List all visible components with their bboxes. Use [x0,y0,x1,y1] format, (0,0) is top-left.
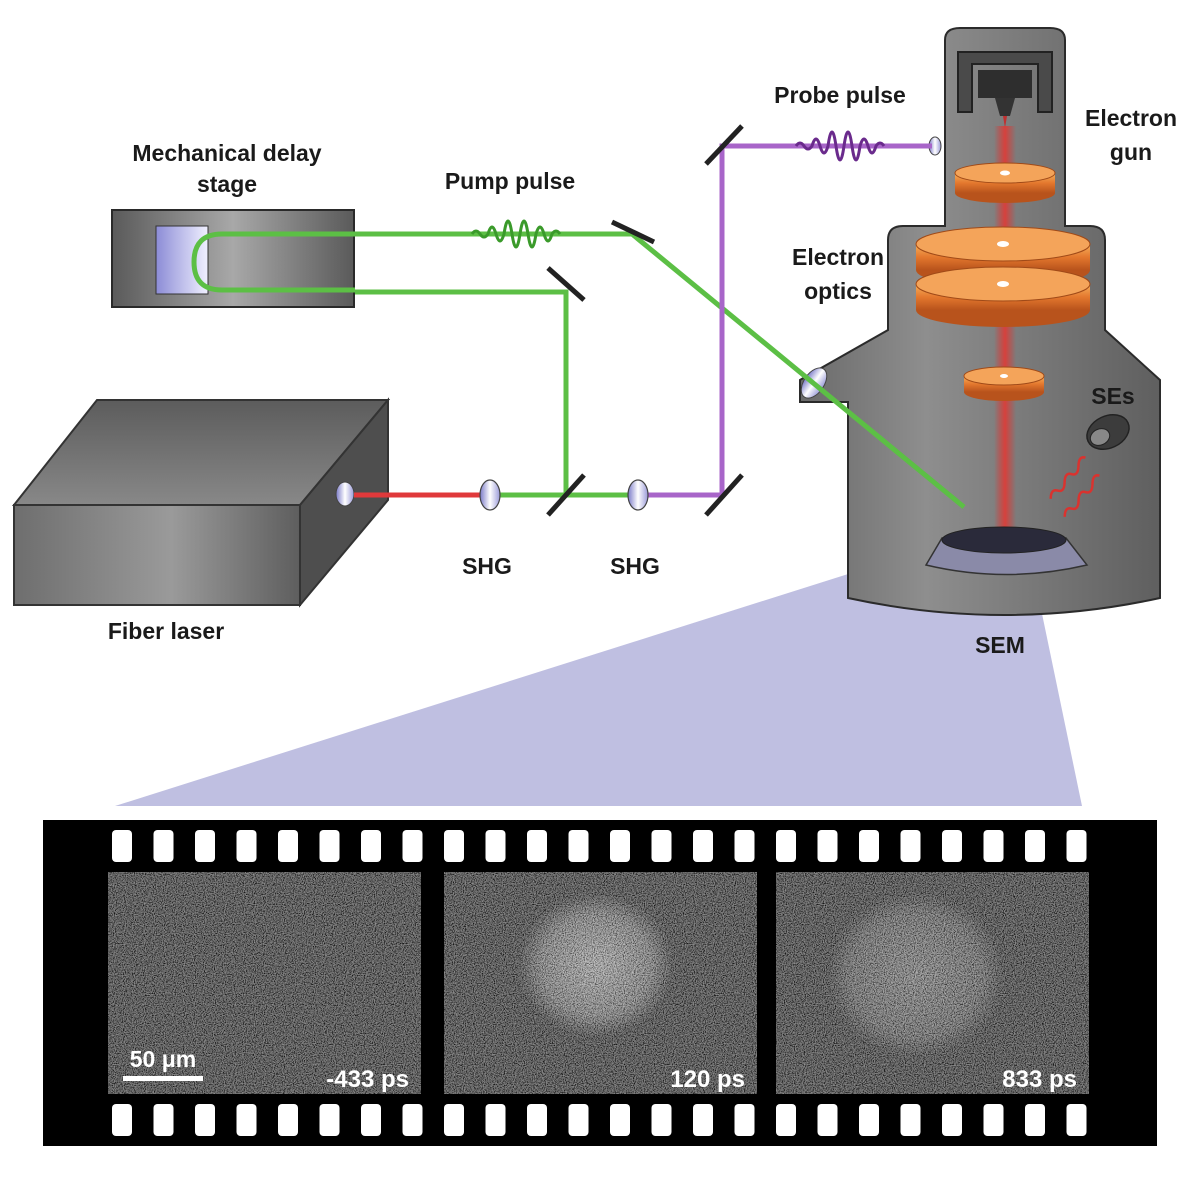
sprocket-hole [361,1104,381,1136]
sprocket-hole [403,830,423,862]
sprocket-hole [278,1104,298,1136]
sprocket-hole [901,830,921,862]
sprocket-hole [693,1104,713,1136]
label-electron-optics-2: optics [804,278,872,304]
label-probe-pulse: Probe pulse [774,82,906,108]
sprocket-hole [154,830,174,862]
sprocket-hole [444,1104,464,1136]
sprocket-hole [112,1104,132,1136]
laser-output-port [336,482,354,506]
sprocket-hole [320,830,340,862]
label-ses: SEs [1091,383,1134,409]
label-fiber-laser: Fiber laser [108,618,224,644]
sprocket-hole [237,830,257,862]
sprocket-hole [320,1104,340,1136]
label-electron-gun-1: Electron [1085,105,1177,131]
sprocket-hole [735,1104,755,1136]
film-strip: 50 μm -433 ps 120 ps 833 ps [43,820,1157,1146]
sprocket-hole [942,830,962,862]
sprocket-hole [569,1104,589,1136]
label-delay-stage-1: Mechanical delay [132,140,321,166]
sprocket-hole [486,1104,506,1136]
sprocket-hole [652,1104,672,1136]
sprocket-hole [154,1104,174,1136]
mirrors [548,126,742,515]
sprocket-hole [112,830,132,862]
electron-lens-3 [916,267,1090,327]
film-frame-1: 50 μm -433 ps [108,872,421,1094]
sprocket-hole [527,830,547,862]
sprocket-hole [901,1104,921,1136]
sprocket-hole [942,1104,962,1136]
sprocket-hole [486,830,506,862]
sprocket-hole [195,1104,215,1136]
film-frame-3: 833 ps [776,872,1089,1094]
scale-bar-label: 50 μm [130,1046,197,1072]
sprocket-hole [610,830,630,862]
sprocket-hole [984,1104,1004,1136]
label-electron-optics-1: Electron [792,244,884,270]
label-pump-pulse: Pump pulse [445,168,575,194]
frame-2-time-label: 120 ps [670,1066,745,1093]
sprocket-hole [1067,830,1087,862]
sprocket-hole [444,830,464,862]
sprocket-hole [237,1104,257,1136]
electron-lens-4 [964,367,1044,401]
sprocket-hole [1025,1104,1045,1136]
frame-1-time-label: -433 ps [326,1066,409,1093]
shg-crystal-2 [628,480,648,510]
sprocket-hole [776,1104,796,1136]
sprocket-hole [776,830,796,862]
sprocket-hole [1067,1104,1087,1136]
label-shg-2: SHG [610,553,660,579]
sprocket-hole [818,830,838,862]
sprocket-hole [984,830,1004,862]
sprocket-hole [195,830,215,862]
label-delay-stage-2: stage [197,171,257,197]
label-sem: SEM [975,632,1025,658]
frame-3-time-label: 833 ps [1002,1066,1077,1093]
sprocket-hole [278,830,298,862]
sprocket-hole [610,1104,630,1136]
label-shg-1: SHG [462,553,512,579]
film-frame-2: 120 ps [444,872,757,1094]
electron-lens-1 [955,163,1055,203]
sprocket-hole [818,1104,838,1136]
sprocket-hole [693,830,713,862]
sprocket-hole [361,830,381,862]
sprocket-hole [859,830,879,862]
sprocket-hole [527,1104,547,1136]
sprocket-hole [403,1104,423,1136]
label-electron-gun-2: gun [1110,139,1152,165]
sprocket-hole [735,830,755,862]
sprocket-hole [569,830,589,862]
sprocket-hole [1025,830,1045,862]
fiber-laser [14,400,388,605]
sprocket-hole [859,1104,879,1136]
shg-crystal-1 [480,480,500,510]
sprocket-hole [652,830,672,862]
